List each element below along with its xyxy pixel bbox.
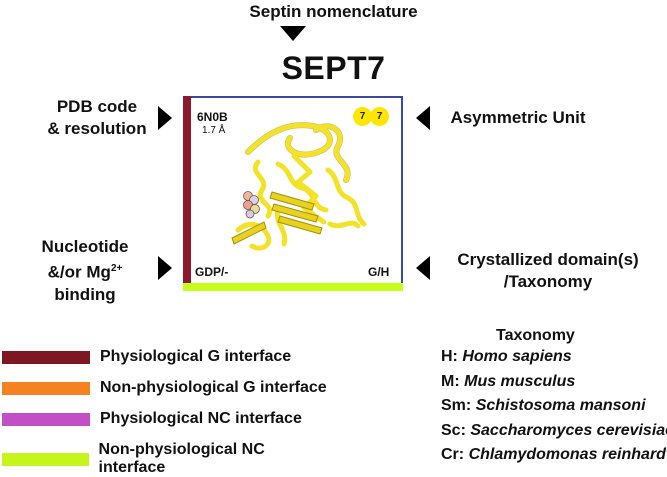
pdb-code-label: PDB code & resolution [22, 96, 172, 140]
non-physiological-nc-edge [183, 283, 403, 291]
domain-taxonomy-code: G/H [368, 265, 390, 279]
taxonomy-list: H: Homo sapiens M: Mus musculus Sm: Schi… [441, 345, 667, 468]
left-arrow-icon [416, 106, 430, 130]
crystallized-domain-label: Crystallized domain(s) /Taxonomy [436, 249, 660, 293]
resolution-value: 1.7 Å [202, 125, 226, 136]
taxonomy-entry: H: Homo sapiens [441, 348, 572, 365]
nuc-label-line1: Nucleotide [41, 237, 129, 256]
legend-item: Non-physiological G interface [2, 379, 327, 397]
legend-swatch [2, 381, 90, 395]
legend-swatch [2, 452, 89, 466]
chain-a-badge: 7 [353, 107, 372, 126]
nucleotide-label: Nucleotide &/or Mg2+ binding [10, 236, 160, 306]
legend-swatch [2, 350, 90, 364]
legend-label: Non-physiological G interface [100, 379, 327, 396]
nomenclature-label: Septin nomenclature [249, 2, 418, 21]
taxonomy-entry: Sm: Schistosoma mansoni [441, 397, 646, 415]
legend-swatch [2, 412, 90, 426]
taxonomy-entry: Cr: Chlamydomonas reinhardtii [441, 446, 667, 464]
gdp-ligand [243, 191, 260, 219]
nuc-label-line2: &/or Mg2+ [47, 262, 123, 282]
cryst-label-line2: /Taxonomy [503, 272, 593, 291]
chain-b-badge: 7 [370, 107, 389, 126]
taxonomy-title: Taxonomy [496, 327, 575, 344]
septin-title: SEPT7 [281, 50, 386, 86]
taxonomy-entry: Sc: Saccharomyces cerevisiae [441, 421, 667, 439]
physiological-g-edge [183, 96, 191, 291]
cryst-label-line1: Crystallized domain(s) [457, 250, 639, 269]
protein-structure-illustration [231, 122, 367, 251]
legend-label: Non-physiological NC interface [98, 441, 265, 476]
pdb-label-line1: PDB code [56, 97, 138, 116]
left-arrow-icon [416, 256, 430, 280]
pdb-code: 6N0B [197, 110, 228, 124]
down-arrow-icon [280, 26, 306, 41]
legend-item: Non-physiological NC interface [2, 441, 332, 477]
nucleotide-state: GDP/- [195, 265, 229, 279]
asymmetric-unit-label: Asymmetric Unit [450, 108, 586, 127]
right-arrow-icon [158, 106, 172, 130]
taxonomy-entry: M: Mus musculus [441, 372, 576, 390]
nuc-label-line3: binding [54, 284, 116, 304]
legend-label: Physiological NC interface [100, 410, 302, 427]
pdb-label-line2: & resolution [47, 119, 147, 138]
legend-label: Physiological G interface [100, 348, 292, 365]
legend-item: Physiological NC interface [2, 410, 302, 428]
legend-item: Physiological G interface [2, 348, 291, 366]
right-arrow-icon [158, 256, 172, 280]
